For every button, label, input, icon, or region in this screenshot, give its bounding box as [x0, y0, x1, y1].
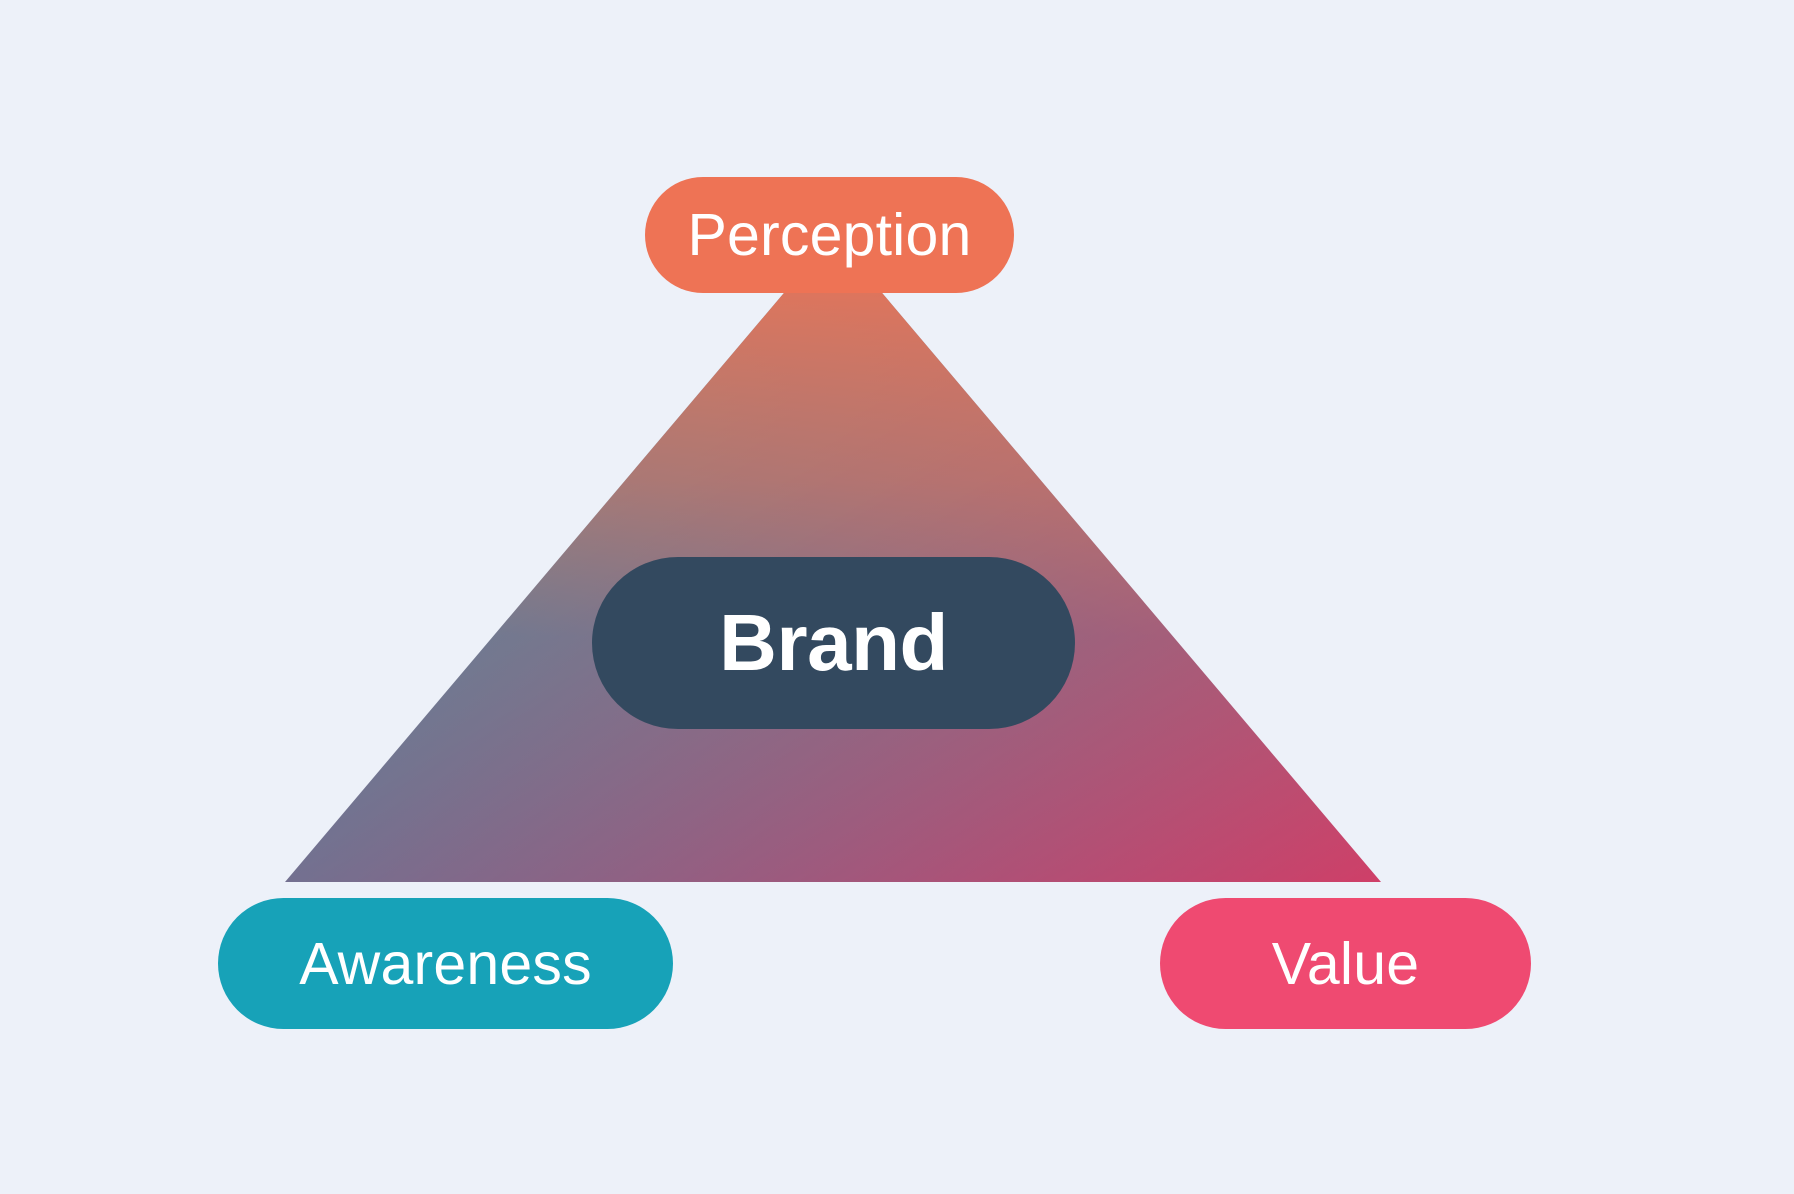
node-perception[interactable]: Perception — [645, 177, 1014, 293]
node-awareness-label: Awareness — [299, 930, 592, 997]
node-perception-label: Perception — [687, 202, 972, 268]
node-value[interactable]: Value — [1160, 898, 1531, 1029]
node-awareness[interactable]: Awareness — [218, 898, 673, 1029]
node-value-label: Value — [1271, 930, 1420, 997]
node-brand-label: Brand — [719, 598, 948, 687]
node-brand[interactable]: Brand — [592, 557, 1075, 729]
